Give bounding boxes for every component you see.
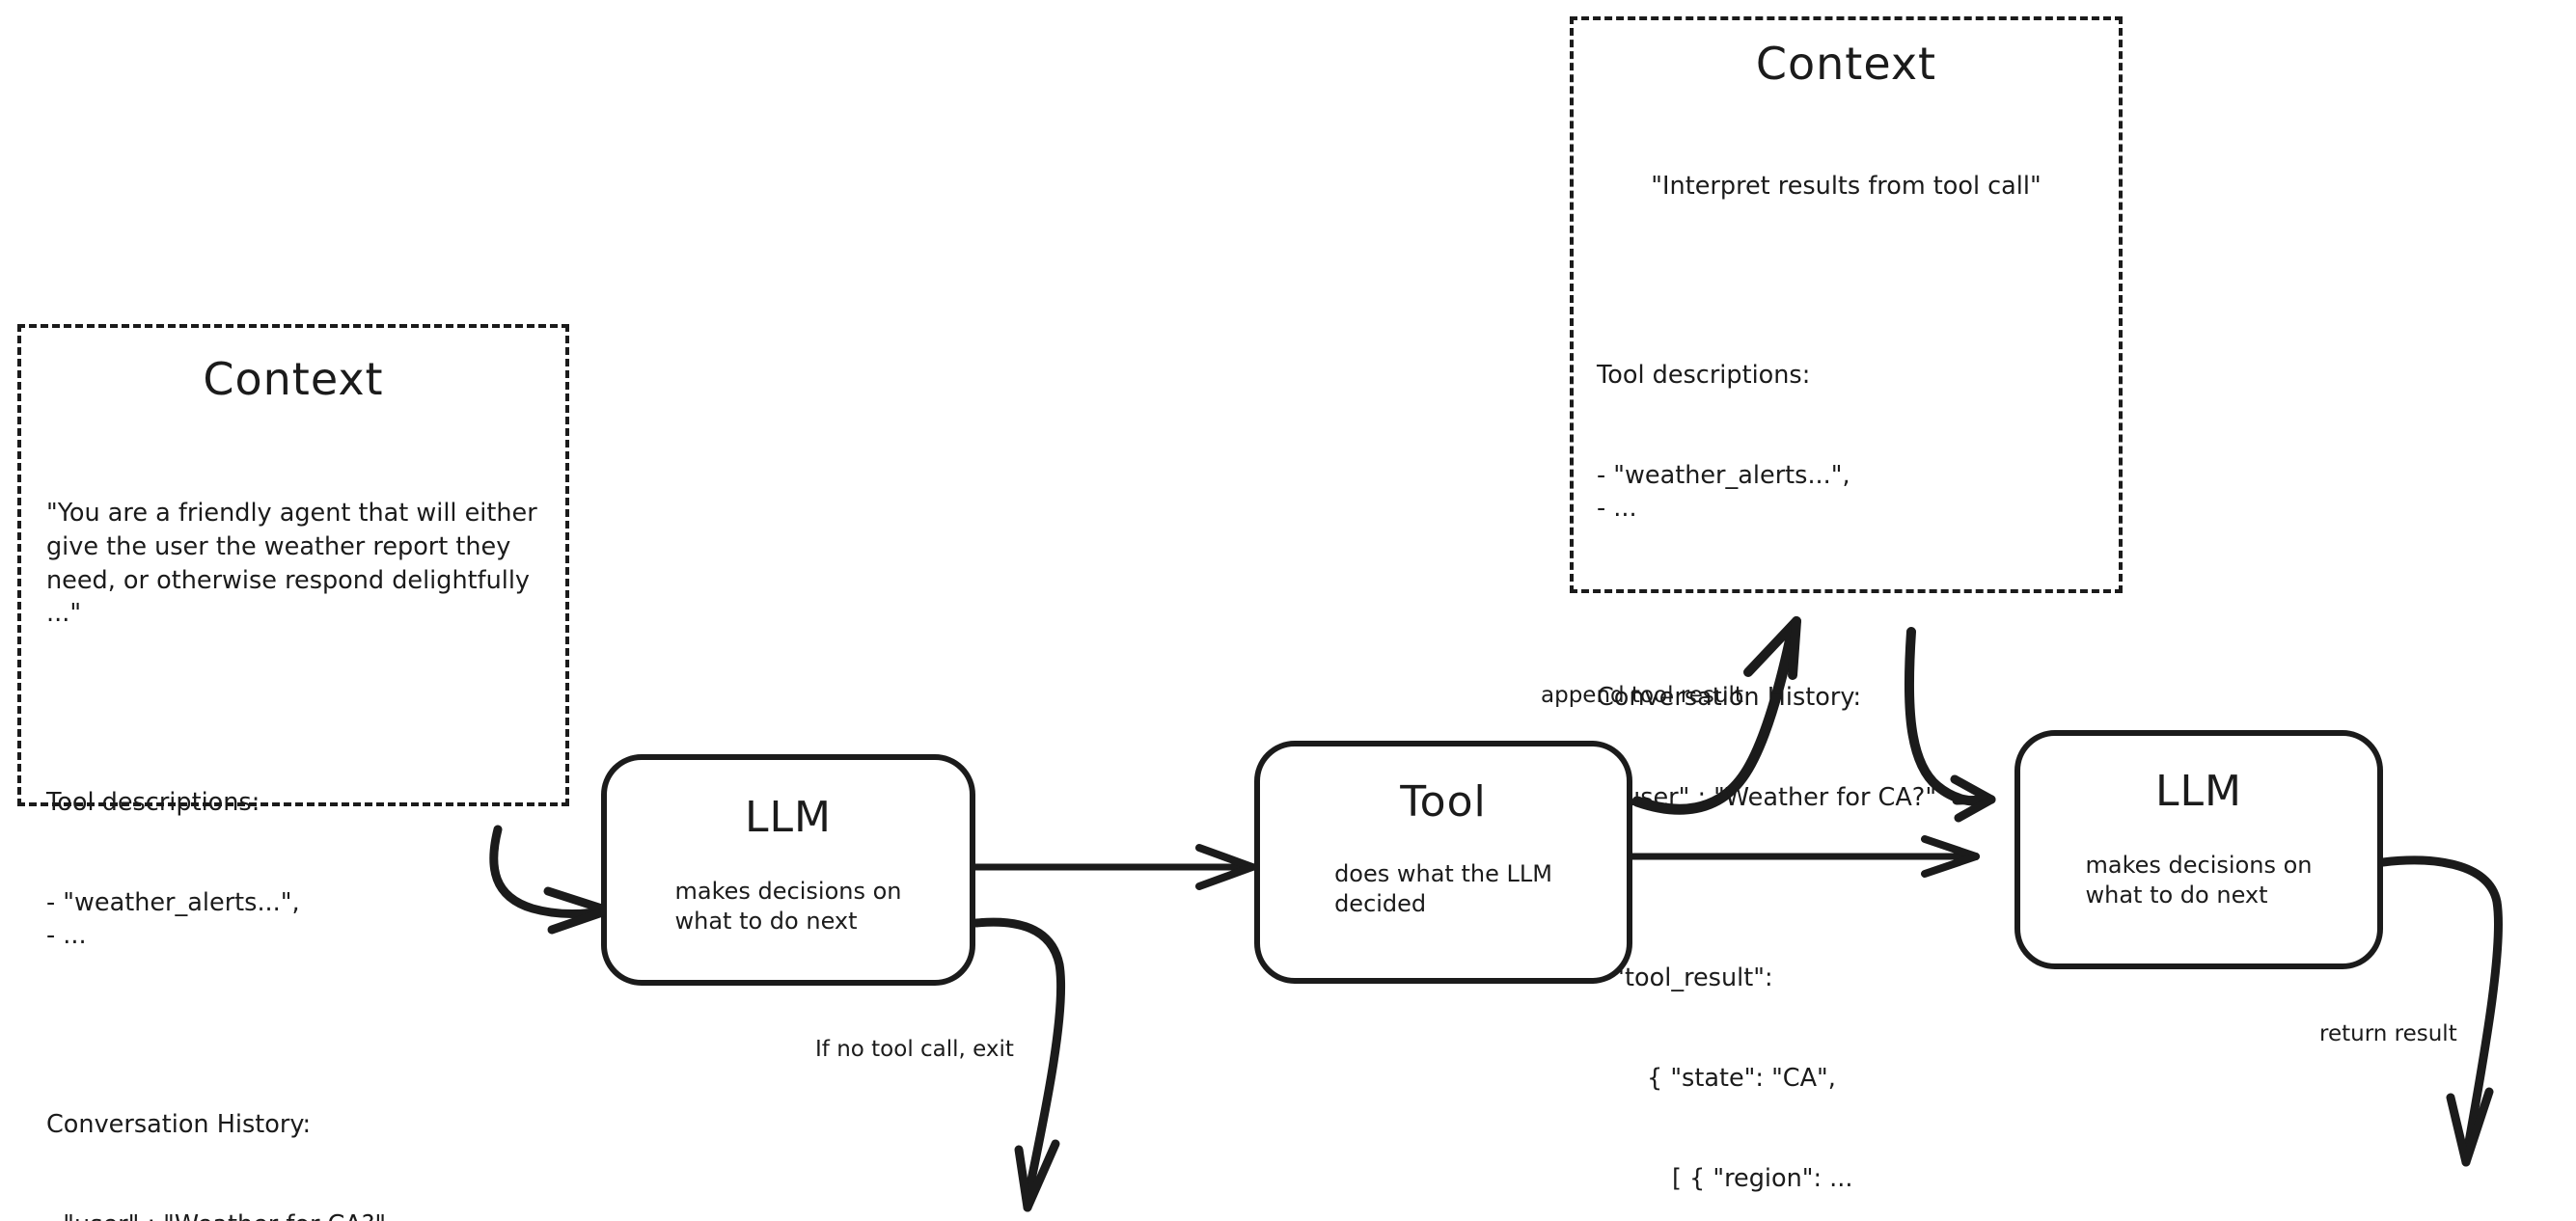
node-llm-first-subtitle: makes decisions on what to do next — [674, 878, 902, 935]
edge-label-append-tool-result: append tool result — [1541, 683, 1743, 708]
node-llm-first[interactable]: LLM makes decisions on what to do next — [601, 754, 975, 986]
context-left-tools-items: - "weather_alerts...", - ... — [46, 887, 300, 951]
context-left-tools-header: Tool descriptions: — [46, 787, 260, 817]
context-right-tool-result-line1: { "state": "CA", — [1647, 1064, 1836, 1094]
context-right-body: "Interpret results from tool call" Tool … — [1597, 103, 2096, 1221]
spacer — [46, 1019, 540, 1041]
context-right-tools-items: - "weather_alerts...", - ... — [1597, 460, 1850, 524]
context-left-system-prompt: "You are a friendly agent that will eith… — [46, 499, 545, 629]
context-right-tools-header: Tool descriptions: — [1597, 360, 1811, 390]
edge-llm2-return — [2378, 855, 2503, 1167]
edge-llm1-exit — [972, 917, 1066, 1212]
context-right-conversation-header: Conversation History: — [1597, 682, 1862, 712]
node-llm-first-title: LLM — [745, 793, 832, 842]
spacer — [46, 697, 540, 719]
node-llm-second-subtitle: makes decisions on what to do next — [2085, 852, 2313, 909]
context-right-title: Context — [1755, 38, 1937, 90]
context-left-title: Context — [203, 353, 384, 405]
context-right-tool-result-key: - "tool_result": — [1597, 963, 1773, 993]
context-right-tool-result-line2: [ { "region": ... — [1672, 1164, 1853, 1194]
node-llm-second[interactable]: LLM makes decisions on what to do next — [2014, 730, 2383, 969]
context-left-conversation-items: - "user" : "Weather for CA?" — [46, 1208, 540, 1221]
node-tool-title: Tool — [1400, 777, 1487, 827]
edge-label-return-result: return result — [2319, 1021, 2457, 1046]
context-left-conversation-header: Conversation History: — [46, 1109, 312, 1139]
node-tool[interactable]: Tool does what the LLM decided — [1254, 741, 1632, 984]
context-left-body: "You are a friendly agent that will eith… — [46, 430, 540, 1221]
node-llm-second-title: LLM — [2155, 767, 2242, 816]
context-box-right: Context "Interpret results from tool cal… — [1570, 16, 2123, 1193]
spacer — [1597, 592, 2096, 613]
edge-label-exit: If no tool call, exit — [815, 1037, 1014, 1062]
context-right-system-prompt: "Interpret results from tool call" — [1651, 172, 2042, 202]
spacer — [1597, 270, 2096, 291]
node-tool-subtitle: does what the LLM decided — [1334, 860, 1552, 917]
context-box-left: Context "You are a friendly agent that w… — [17, 324, 569, 1221]
edge-llm1-to-tool — [966, 844, 1256, 890]
